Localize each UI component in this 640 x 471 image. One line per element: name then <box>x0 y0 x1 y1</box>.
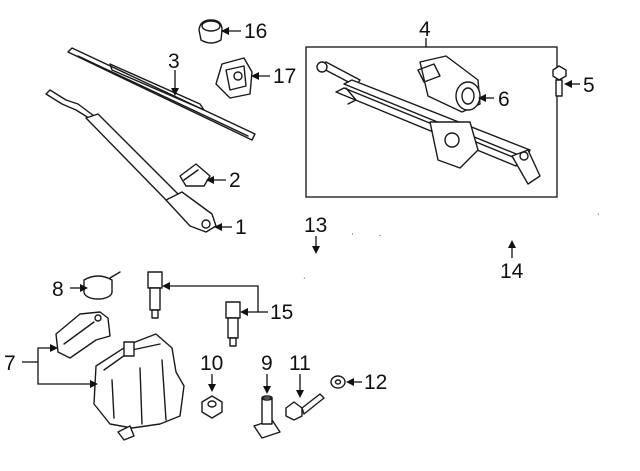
leader-13 <box>312 236 320 254</box>
leader-2 <box>206 176 226 184</box>
part-7-bracket <box>55 311 111 359</box>
part-12-washer <box>330 375 346 389</box>
callout-14: 14 <box>500 260 524 283</box>
part-11-bolt <box>285 393 325 421</box>
leader-16 <box>221 27 241 35</box>
leader-1 <box>214 223 232 231</box>
leader-3 <box>171 70 179 96</box>
part-14-hose <box>378 204 599 264</box>
callout-10: 10 <box>200 352 223 375</box>
callout-4: 4 <box>419 18 431 41</box>
callout-12: 12 <box>364 371 387 394</box>
leader-5 <box>564 80 580 88</box>
callout-9: 9 <box>261 352 273 375</box>
leader-10 <box>208 374 216 392</box>
part-4-group-box <box>305 46 558 198</box>
callout-15: 15 <box>270 301 293 324</box>
part-3-wiper-blade <box>67 47 256 141</box>
leader-17 <box>251 72 270 80</box>
part-15-pump-upper <box>147 271 163 319</box>
callout-8: 8 <box>52 278 64 301</box>
part-9-grommet <box>253 395 281 439</box>
leader-7 <box>22 344 98 388</box>
leader-12 <box>346 378 362 386</box>
callout-17: 17 <box>273 65 296 88</box>
callout-13: 13 <box>304 214 327 237</box>
part-4-linkage <box>316 61 541 185</box>
callout-11: 11 <box>289 352 311 375</box>
part-16-cap <box>198 19 223 44</box>
part-7-reservoir <box>93 333 185 441</box>
part-15-pump-lower <box>225 301 241 347</box>
callout-2: 2 <box>229 169 241 192</box>
part-2-cap <box>179 163 211 187</box>
part-10-nut <box>201 395 223 419</box>
leader-14 <box>508 240 516 258</box>
callout-7: 7 <box>4 352 16 375</box>
part-5-bolt <box>552 65 567 97</box>
part-6-motor <box>417 55 481 113</box>
part-13-hose <box>297 232 353 280</box>
part-1-wiper-arm <box>45 89 217 233</box>
callout-3: 3 <box>168 50 180 73</box>
callout-1: 1 <box>235 216 247 239</box>
leader-9 <box>263 374 271 394</box>
callout-5: 5 <box>583 74 595 97</box>
part-17-clip <box>215 57 253 99</box>
leader-11 <box>296 374 304 398</box>
callout-6: 6 <box>498 88 510 111</box>
leader-8 <box>70 284 88 292</box>
leader-15 <box>162 282 268 316</box>
callout-16: 16 <box>244 20 267 43</box>
leader-6 <box>478 94 494 102</box>
part-8-cap <box>83 271 121 300</box>
